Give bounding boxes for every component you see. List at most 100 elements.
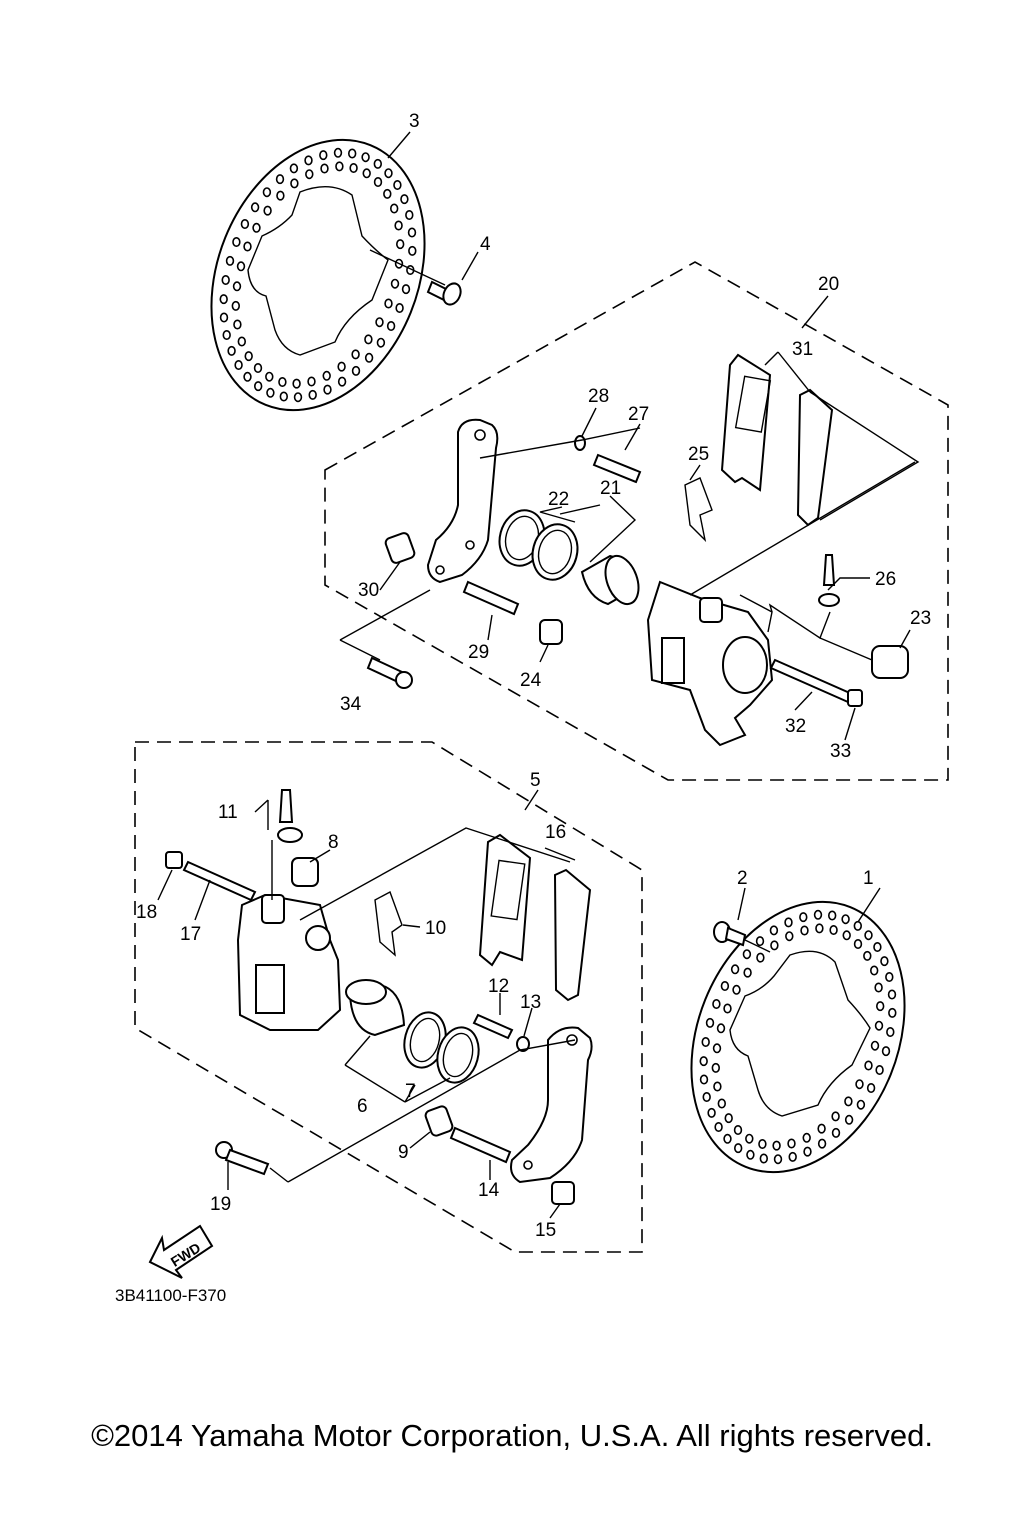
disc-drill-hole	[712, 1043, 722, 1054]
disc-drill-hole	[276, 190, 285, 201]
pad-pin-27	[592, 453, 642, 484]
disc-drill-hole	[237, 336, 247, 347]
disc-drill-hole	[393, 180, 402, 191]
washer-13	[516, 1036, 530, 1052]
callout-16: 16	[545, 822, 566, 843]
disc-drill-hole	[745, 1133, 754, 1144]
disc-drill-hole	[320, 163, 329, 174]
disc-drill-hole	[733, 1125, 743, 1136]
disc-drill-hole	[319, 150, 328, 161]
callout-5: 5	[530, 770, 541, 791]
disc-drill-hole	[705, 1017, 715, 1028]
bleeder-26	[818, 554, 840, 607]
disc-drill-hole	[742, 949, 752, 960]
disc-drill-hole	[275, 174, 285, 185]
disc-drill-hole	[831, 1111, 840, 1122]
disc-drill-hole	[802, 1132, 811, 1143]
disc-drill-hole	[746, 1149, 755, 1160]
callout-1: 1	[863, 868, 874, 889]
callout-6: 6	[357, 1096, 368, 1117]
disc-drill-hole	[262, 187, 272, 198]
disc-drill-hole	[733, 1143, 743, 1154]
nut-33	[847, 689, 863, 707]
cap-24	[539, 619, 563, 645]
disc-drill-hole	[841, 914, 850, 925]
disc-drill-hole	[842, 930, 851, 941]
disc-drill-hole	[394, 220, 403, 231]
callout-4: 4	[480, 234, 491, 255]
pin-17	[182, 860, 257, 902]
callout-19: 19	[210, 1194, 231, 1215]
pad-pin-12	[472, 1013, 514, 1040]
disc-drill-hole	[362, 168, 371, 179]
disc-drill-hole	[335, 161, 344, 172]
pad-spring-10	[374, 891, 403, 957]
disc-drill-hole	[351, 349, 360, 360]
disc-drill-hole	[702, 1092, 711, 1103]
disc-drill-hole	[263, 205, 272, 216]
disc-drill-hole	[773, 1154, 783, 1165]
disc-drill-hole	[720, 980, 730, 991]
callout-12: 12	[488, 976, 509, 997]
disc-drill-hole	[395, 302, 404, 313]
disc-drill-hole	[844, 1096, 853, 1107]
disc-drill-hole	[351, 365, 361, 376]
brake-pads-16	[478, 833, 592, 1002]
disc-drill-hole	[307, 376, 316, 387]
disc-drill-hole	[384, 298, 393, 309]
disc-drill-hole	[376, 337, 386, 348]
disc-drill-hole	[361, 152, 370, 163]
piston-6	[345, 979, 406, 1037]
disc-drill-hole	[699, 1056, 708, 1067]
callout-13: 13	[520, 992, 541, 1013]
disc-drill-hole	[253, 362, 263, 373]
callout-18: 18	[136, 902, 157, 923]
callout-32: 32	[785, 716, 806, 737]
disc-drill-hole	[364, 352, 374, 363]
forward-direction-arrow-icon: FWD	[148, 1224, 214, 1279]
callout-25: 25	[688, 444, 709, 465]
disc-drill-hole	[785, 931, 794, 942]
disc-drill-hole	[803, 1146, 812, 1157]
callout-24: 24	[520, 670, 542, 691]
disc-drill-hole	[759, 1153, 768, 1164]
callout-27: 27	[628, 404, 649, 425]
disc-drill-hole	[244, 351, 253, 362]
callout-31: 31	[792, 339, 813, 360]
disc-drill-hole	[800, 925, 809, 936]
disc-drill-hole	[219, 294, 228, 305]
disc-drill-hole	[322, 370, 331, 381]
disc-drill-hole	[390, 203, 399, 214]
callout-28: 28	[588, 386, 609, 407]
rear-caliper-body	[646, 580, 774, 747]
disc-drill-hole	[714, 1122, 723, 1133]
disc-drill-hole	[880, 956, 889, 967]
disc-drill-hole	[855, 1079, 864, 1090]
bolt-23	[871, 645, 909, 679]
disc-drill-hole	[844, 1114, 854, 1125]
brake-disc-3	[210, 138, 426, 412]
disc-drill-hole	[886, 1027, 895, 1038]
callout-22: 22	[548, 489, 569, 510]
brake-pads-31	[720, 353, 834, 527]
disc-drill-hole	[401, 284, 411, 295]
disc-drill-hole	[875, 1001, 885, 1012]
disc-drill-hole	[348, 148, 357, 159]
disc-drill-hole	[874, 1020, 884, 1031]
disc-drill-hole	[384, 168, 393, 179]
callout-8: 8	[328, 832, 339, 853]
disc-drill-hole	[829, 924, 838, 935]
disc-drill-hole	[870, 1040, 880, 1051]
disc-drill-hole	[396, 239, 405, 250]
disc-drill-hole	[364, 334, 373, 345]
rear-caliper-assembly-outline	[324, 261, 949, 781]
disc-drill-hole	[887, 989, 897, 1000]
cap-8	[291, 857, 319, 887]
disc-drill-hole	[799, 912, 808, 923]
callout-21: 21	[600, 478, 621, 499]
callout-10: 10	[425, 918, 446, 939]
disc-drill-hole	[337, 376, 347, 387]
disc-drill-hole	[813, 909, 823, 920]
disc-drill-hole	[869, 965, 879, 976]
disc-drill-hole	[225, 255, 235, 266]
